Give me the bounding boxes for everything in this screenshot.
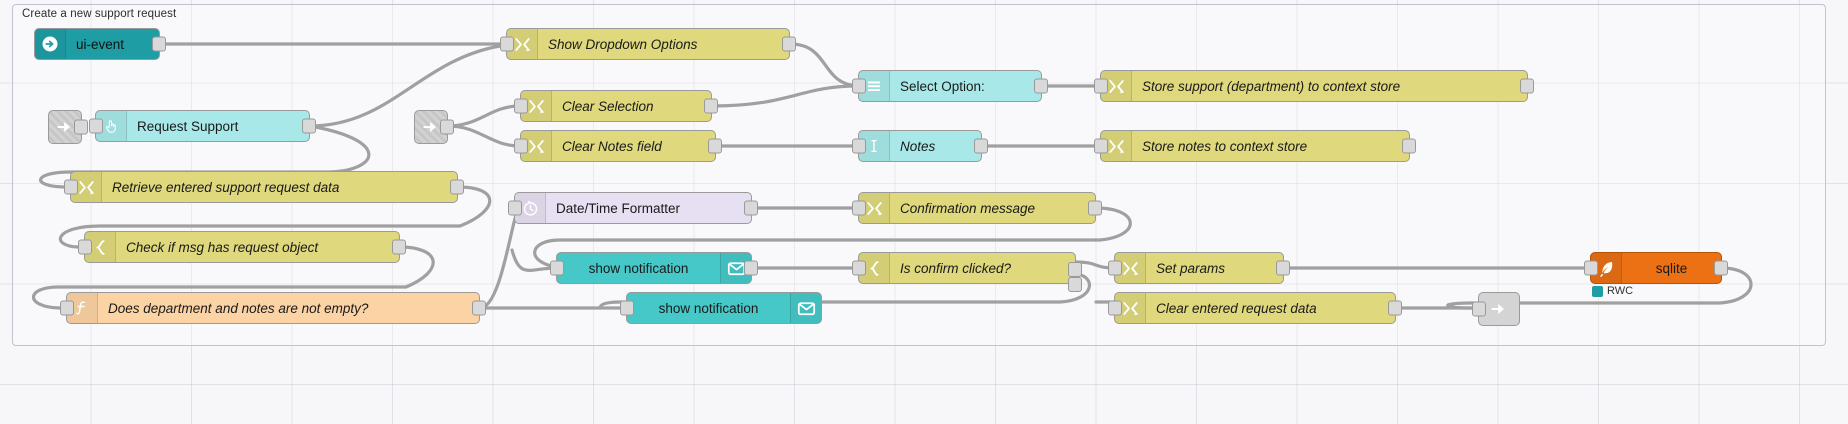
change-icon <box>1101 131 1132 161</box>
node-show-notification-2[interactable]: show notification <box>620 292 822 324</box>
output-port[interactable] <box>1520 78 1534 94</box>
node-label: Show Dropdown Options <box>548 36 698 52</box>
node-clear-selection[interactable]: Clear Selection <box>514 90 718 122</box>
node-confirmation-message[interactable]: Confirmation message <box>852 192 1102 224</box>
node-store-notes-to-context-store[interactable]: Store notes to context store <box>1094 130 1416 162</box>
input-port[interactable] <box>620 300 634 316</box>
output-port[interactable] <box>450 179 464 195</box>
node-retrieve-entered-support-request-data[interactable]: Retrieve entered support request data <box>64 171 464 203</box>
input-port[interactable] <box>514 98 528 114</box>
input-port[interactable] <box>64 179 78 195</box>
node-sqlite[interactable]: sqlite <box>1584 252 1728 284</box>
node-label: Notes <box>900 138 936 154</box>
input-port[interactable] <box>500 36 514 52</box>
node-label: Check if msg has request object <box>126 239 319 255</box>
status-dot-icon <box>1592 285 1603 297</box>
node-label: Does department and notes are not empty? <box>108 300 369 316</box>
status-text: RWC <box>1607 285 1634 297</box>
node-label: Store support (department) to context st… <box>1142 78 1401 94</box>
output-port[interactable] <box>1276 260 1290 276</box>
output-port[interactable] <box>782 36 796 52</box>
output-port[interactable] <box>1402 138 1416 154</box>
output-port[interactable] <box>1034 78 1048 94</box>
node-label: Confirmation message <box>900 200 1036 216</box>
node-show-notification-1[interactable]: show notification <box>550 252 758 284</box>
input-port[interactable] <box>852 260 866 276</box>
status-badge-sqlite: RWC <box>1592 285 1633 297</box>
switch-icon <box>85 232 116 262</box>
node-label: Date/Time Formatter <box>556 200 681 216</box>
output-port[interactable] <box>744 200 758 216</box>
output-port[interactable] <box>392 239 406 255</box>
output-port[interactable] <box>440 119 454 135</box>
output-port[interactable] <box>1388 300 1402 316</box>
node-is-confirm-clicked[interactable]: Is confirm clicked? <box>852 252 1082 292</box>
node-label: sqlite <box>1655 260 1688 276</box>
input-port[interactable] <box>60 300 74 316</box>
debug-node[interactable] <box>1472 292 1520 326</box>
node-label: Store notes to context store <box>1142 138 1308 154</box>
node-label: Is confirm clicked? <box>900 260 1012 276</box>
node-request-support[interactable]: Request Support <box>89 110 316 142</box>
input-port[interactable] <box>1584 260 1598 276</box>
node-label: Clear Selection <box>562 98 654 114</box>
input-port[interactable] <box>508 200 522 216</box>
link-in-node-1[interactable] <box>48 110 88 144</box>
output-port[interactable] <box>708 138 722 154</box>
output-port[interactable] <box>1088 200 1102 216</box>
node-clear-entered-request-data[interactable]: Clear entered request data <box>1108 292 1402 324</box>
input-port[interactable] <box>852 138 866 154</box>
input-port[interactable] <box>852 200 866 216</box>
node-check-if-msg-has-request-object[interactable]: Check if msg has request object <box>78 231 406 263</box>
node-select-option[interactable]: Select Option: <box>852 70 1048 102</box>
output-port[interactable] <box>302 118 316 134</box>
node-set-params[interactable]: Set params <box>1108 252 1290 284</box>
output-port[interactable] <box>74 119 88 135</box>
link-in-node-2[interactable] <box>414 110 454 144</box>
input-port[interactable] <box>550 260 564 276</box>
input-port[interactable] <box>1094 78 1108 94</box>
node-store-support-to-context-store[interactable]: Store support (department) to context st… <box>1094 70 1534 102</box>
group-label: Create a new support request <box>22 8 177 20</box>
node-notes[interactable]: Notes <box>852 130 988 162</box>
input-port[interactable] <box>1108 300 1122 316</box>
output-port[interactable] <box>472 300 486 316</box>
node-date-time-formatter[interactable]: Date/Time Formatter <box>508 192 758 224</box>
input-port[interactable] <box>514 138 528 154</box>
node-clear-notes-field[interactable]: Clear Notes field <box>514 130 722 162</box>
output-port[interactable] <box>704 98 718 114</box>
output-port-1[interactable] <box>1068 262 1082 277</box>
output-port[interactable] <box>744 260 758 276</box>
input-port[interactable] <box>852 78 866 94</box>
node-label: Retrieve entered support request data <box>112 179 340 195</box>
input-port[interactable] <box>1108 260 1122 276</box>
node-label: Clear entered request data <box>1156 300 1317 316</box>
node-label: Clear Notes field <box>562 138 662 154</box>
node-label: Select Option: <box>900 78 985 94</box>
node-does-department-and-notes-are-not-empty[interactable]: Does department and notes are not empty? <box>60 292 486 324</box>
node-label: show notification <box>588 260 689 276</box>
input-port[interactable] <box>1094 138 1108 154</box>
input-port[interactable] <box>78 239 92 255</box>
node-label: Request Support <box>137 118 239 134</box>
envelope-icon <box>790 293 821 323</box>
arrow-right-circle-icon <box>35 29 66 59</box>
node-label: Set params <box>1156 260 1226 276</box>
output-port[interactable] <box>1714 260 1728 276</box>
node-label: show notification <box>658 300 759 316</box>
input-port[interactable] <box>89 118 103 134</box>
node-ui-event[interactable]: ui-event <box>34 28 166 60</box>
node-show-dropdown-options[interactable]: Show Dropdown Options <box>500 28 796 60</box>
node-label: ui-event <box>76 36 125 52</box>
input-port[interactable] <box>1472 301 1486 317</box>
output-port-2[interactable] <box>1068 277 1082 292</box>
output-port[interactable] <box>152 36 166 52</box>
output-port[interactable] <box>974 138 988 154</box>
